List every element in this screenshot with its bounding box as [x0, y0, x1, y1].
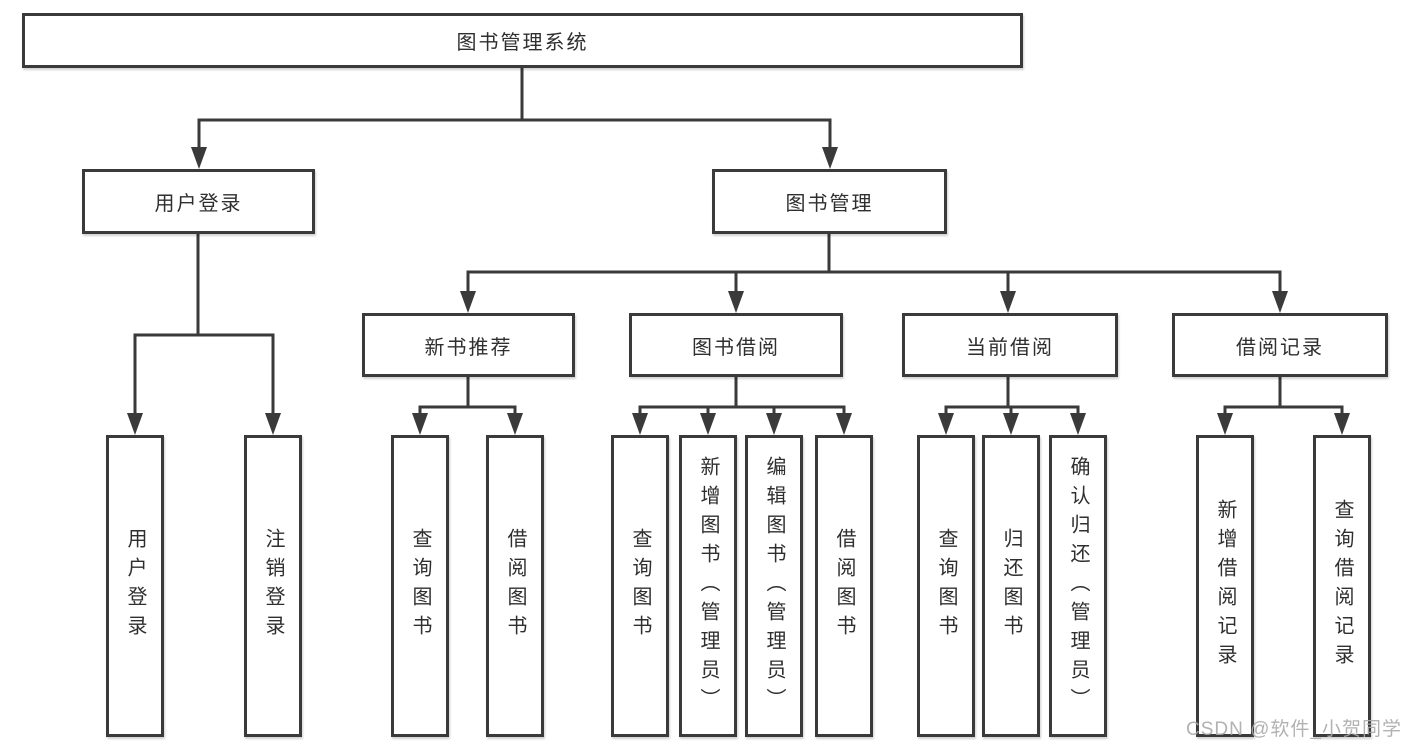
- arrow-leaf-confirm-return: [1070, 413, 1086, 435]
- arrow-leaf-borrow-book-b: [836, 413, 852, 435]
- node-borrow-record: 借阅记录: [1172, 313, 1388, 377]
- arrow-leaf-query-record: [1334, 413, 1350, 435]
- node-current-borrow-label: 当前借阅: [966, 336, 1054, 359]
- connector-borrow-record-split: [1223, 377, 1344, 414]
- connector-book-borrow-split: [638, 377, 846, 414]
- leaf-logout-label: 注销登录: [262, 528, 284, 644]
- arrow-leaf-query-book-b: [632, 413, 648, 435]
- arrow-leaf-edit-book: [766, 413, 782, 435]
- leaf-borrow-book-label: 借阅图书: [833, 528, 855, 644]
- leaf-confirm-return-admin: 确认归还（管理员）: [1049, 435, 1107, 737]
- leaf-add-borrow-record: 新增借阅记录: [1196, 435, 1254, 737]
- node-book-management: 图书管理: [712, 169, 947, 234]
- node-book-management-label: 图书管理: [785, 193, 874, 215]
- connector-current-borrow-split: [944, 377, 1080, 414]
- connector-book-mgmt-split: [466, 234, 1282, 292]
- leaf-confirm-return-admin-label: 确认归还（管理员）: [1067, 455, 1089, 717]
- arrow-current-borrow: [1000, 291, 1016, 313]
- arrow-book-borrow: [728, 291, 744, 313]
- arrow-borrow-record: [1272, 291, 1288, 313]
- leaf-query-book-under-current-borrow: 查询图书: [917, 435, 975, 737]
- leaf-logout: 注销登录: [244, 435, 302, 737]
- leaf-edit-book-admin-label: 编辑图书（管理员）: [763, 455, 785, 717]
- arrow-user-login: [191, 147, 207, 169]
- leaf-query-book-under-book-borrow: 查询图书: [611, 435, 669, 737]
- arrow-leaf-borrow-book-a: [507, 413, 523, 435]
- leaf-query-book-label: 查询图书: [935, 528, 957, 644]
- leaf-return-book: 归还图书: [982, 435, 1040, 737]
- leaf-return-book-label: 归还图书: [1000, 528, 1022, 644]
- leaf-query-book-label: 查询图书: [409, 528, 431, 644]
- node-new-book-recommend: 新书推荐: [362, 313, 575, 377]
- leaf-borrow-book-label: 借阅图书: [504, 528, 526, 644]
- arrow-book-mgmt: [822, 147, 838, 169]
- leaf-borrow-book-under-book-borrow: 借阅图书: [815, 435, 873, 737]
- leaf-query-borrow-record: 查询借阅记录: [1313, 435, 1371, 737]
- connector-root-split: [197, 68, 832, 148]
- arrow-leaf-add-record: [1217, 413, 1233, 435]
- connector-user-login-split: [133, 234, 275, 414]
- node-user-login-label: 用户登录: [154, 193, 243, 215]
- node-user-login: 用户登录: [82, 169, 315, 234]
- arrow-leaf-query-book-a: [412, 413, 428, 435]
- csdn-watermark: CSDN @软件_小贺同学: [1186, 719, 1402, 740]
- leaf-query-book-under-new-book: 查询图书: [391, 435, 449, 737]
- node-book-borrow-label: 图书借阅: [692, 336, 780, 359]
- leaf-add-book-admin: 新增图书（管理员）: [679, 435, 737, 737]
- leaf-borrow-book-under-new-book: 借阅图书: [486, 435, 544, 737]
- arrow-leaf-user-login: [127, 413, 143, 435]
- node-root: 图书管理系统: [22, 13, 1023, 68]
- leaf-add-borrow-record-label: 新增借阅记录: [1214, 499, 1236, 673]
- arrow-leaf-add-book: [700, 413, 716, 435]
- leaf-edit-book-admin: 编辑图书（管理员）: [745, 435, 803, 737]
- leaf-query-borrow-record-label: 查询借阅记录: [1331, 499, 1353, 673]
- arrow-leaf-return-book: [1003, 413, 1019, 435]
- leaf-user-login: 用户登录: [106, 435, 164, 737]
- connector-new-book-split: [418, 377, 517, 414]
- node-new-book-recommend-label: 新书推荐: [424, 336, 513, 359]
- arrow-new-book: [460, 291, 476, 313]
- leaf-query-book-label: 查询图书: [629, 528, 651, 644]
- leaf-user-login-label: 用户登录: [124, 528, 146, 644]
- node-root-label: 图书管理系统: [456, 32, 589, 54]
- leaf-add-book-admin-label: 新增图书（管理员）: [697, 455, 719, 717]
- node-borrow-record-label: 借阅记录: [1236, 336, 1324, 359]
- node-book-borrow: 图书借阅: [629, 313, 843, 377]
- arrow-leaf-query-book-c: [938, 413, 954, 435]
- arrow-leaf-logout: [265, 413, 281, 435]
- node-current-borrow: 当前借阅: [902, 313, 1118, 377]
